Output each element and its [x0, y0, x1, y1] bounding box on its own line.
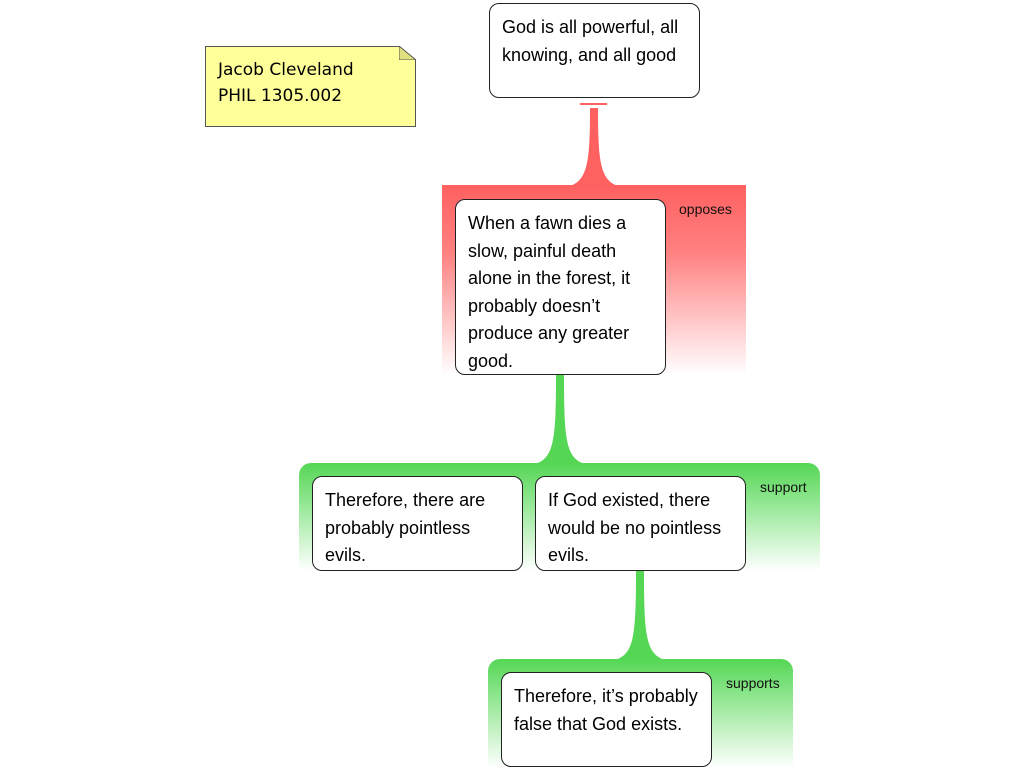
note-fold-icon: [399, 46, 416, 60]
oppose-marker: [580, 103, 607, 105]
support-connector-2: [615, 571, 665, 660]
oppose-connector: [570, 108, 618, 186]
claim-main[interactable]: God is all powerful, all knowing, and al…: [489, 3, 700, 98]
author-note[interactable]: Jacob Cleveland PHIL 1305.002: [205, 46, 416, 127]
claim-objection[interactable]: When a fawn dies a slow, painful death a…: [455, 199, 666, 375]
note-course: PHIL 1305.002: [218, 86, 343, 106]
note-name: Jacob Cleveland: [218, 60, 354, 80]
relation-label-support: support: [760, 479, 807, 495]
claim-conclusion[interactable]: Therefore, it’s probably false that God …: [501, 672, 712, 767]
claim-premise-1[interactable]: Therefore, there are probably pointless …: [312, 476, 523, 571]
claim-premise-2[interactable]: If God existed, there would be no pointl…: [535, 476, 746, 571]
relation-label-supports: supports: [726, 675, 780, 691]
relation-label-opposes: opposes: [679, 201, 732, 217]
support-connector: [535, 375, 585, 464]
